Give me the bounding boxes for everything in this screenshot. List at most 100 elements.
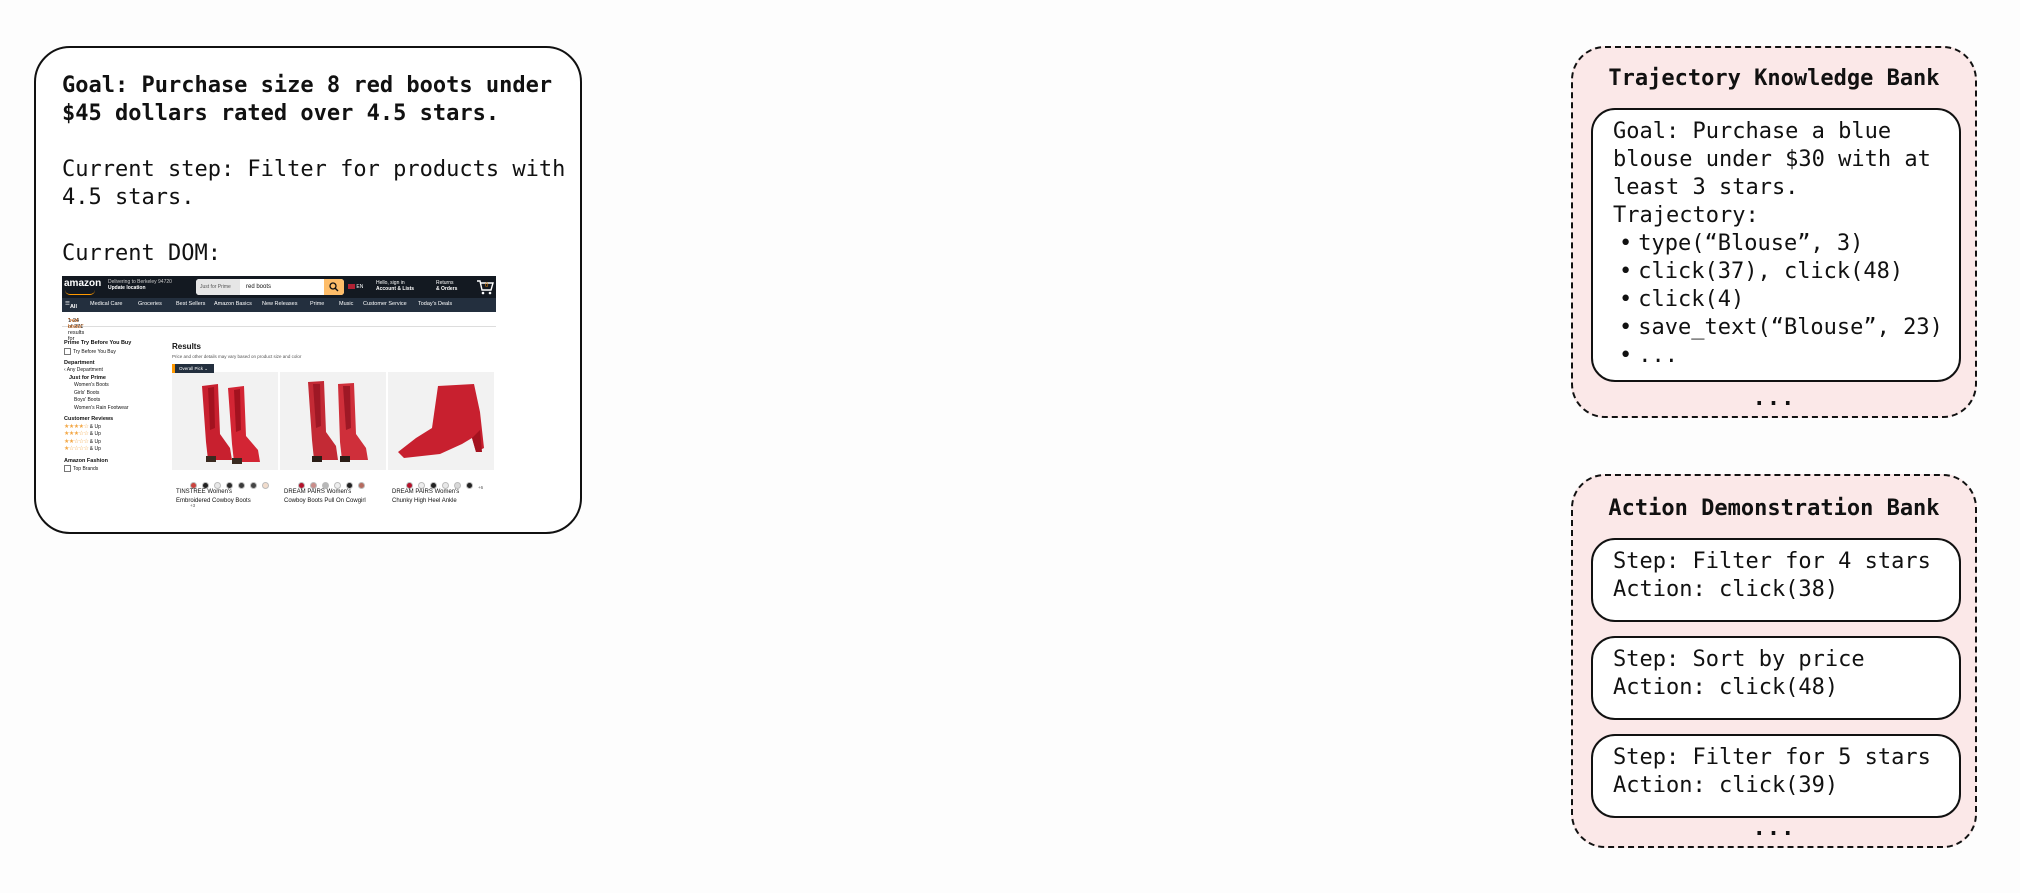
color-swatch[interactable] [214,482,221,489]
color-swatch[interactable] [322,482,329,489]
action-demo-entry: Step: Sort by price Action: click(48) [1591,636,1961,720]
checkbox[interactable] [64,347,71,355]
prime-filter-option[interactable]: Try Before You Buy [64,347,164,356]
amazon-fashion-heading: Amazon Fashion [64,457,109,464]
results-query: "red boots" [68,318,84,330]
trajectory-step: click(37), click(48) [1619,258,1959,286]
color-swatch[interactable] [406,482,413,489]
deliver-location[interactable]: Delivering to Berkeley 94720 Update loca… [108,279,172,291]
product-title[interactable]: TINSTREE Women's Embroidered Cowboy Boot… [176,488,251,506]
checkbox[interactable] [64,465,71,473]
color-swatch[interactable] [298,482,305,489]
action-bank-title: Action Demonstration Bank [1608,496,1940,521]
action-demonstration-bank: Action Demonstration Bank Step: Filter f… [1571,474,1977,848]
cart-icon[interactable]: 0 [476,279,494,295]
goal-card: Goal: Purchase size 8 red boots under $4… [34,46,582,534]
color-swatch[interactable] [334,482,341,489]
results-heading: Results [172,342,201,351]
department-link[interactable]: Girls' Boots [74,389,100,396]
product-title[interactable]: DREAM PAIRS Women's Cowboy Boots Pull On… [284,488,366,506]
color-swatch[interactable] [454,482,461,489]
product-card[interactable]: +6 DREAM PAIRS Women's Chunky High Heel … [388,372,494,512]
account-lists-label: Account & Lists [376,286,415,292]
product-image[interactable] [280,372,386,470]
deliver-line: Delivering to Berkeley 94720 [108,279,172,285]
star-rating-icon: ★☆☆☆☆ [64,446,89,453]
nav-item-groceries[interactable]: Groceries [138,301,162,307]
product-title[interactable]: DREAM PAIRS Women's Chunky High Heel Ank… [392,488,459,506]
nav-item-medical-care[interactable]: Medical Care [90,301,123,307]
prime-option-label: Try Before You Buy [73,348,116,355]
color-swatch[interactable] [346,482,353,489]
current-dom-label: Current DOM: [62,241,221,266]
nav-item-all[interactable]: ☰ All [65,301,77,310]
nav-item-best-sellers[interactable]: Best Sellers [176,301,206,307]
product-image[interactable] [172,372,278,470]
action-demo-entry: Step: Filter for 4 stars Action: click(3… [1591,538,1961,622]
rating-filter-3[interactable]: ★★★☆☆ & Up [64,431,164,439]
just-for-prime-link[interactable]: Just for Prime [69,374,106,381]
action-demo-step: Step: Filter for 4 stars [1613,549,1931,574]
dom-screenshot: amazon Delivering to Berkeley 94720 Upda… [62,276,496,512]
action-demo-action: Action: click(39) [1613,773,1839,798]
color-swatch[interactable] [418,482,425,489]
more-colors-count: +3 [190,503,196,508]
color-swatch[interactable] [442,482,449,489]
color-swatch[interactable] [262,482,269,489]
search-icon [329,282,339,292]
search-button[interactable] [324,279,344,295]
star-rating-icon: ★★★☆☆ [64,431,89,438]
rating-filter-2[interactable]: ★★☆☆☆ & Up [64,439,164,447]
search-category-select[interactable]: Just for Prime [196,279,240,295]
product-card[interactable]: DREAM PAIRS Women's Cowboy Boots Pull On… [280,372,386,512]
color-swatch[interactable] [238,482,245,489]
trajectory-goal: Goal: Purchase a blue blouse under $30 w… [1613,119,1931,200]
more-colors-count: +6 [478,485,484,490]
returns-orders-link[interactable]: Returns & Orders [436,280,457,292]
color-swatch[interactable] [226,482,233,489]
more-ellipsis: ... [1752,816,1796,841]
svg-text:0: 0 [485,283,489,289]
rating-filter-1[interactable]: ★☆☆☆☆ & Up [64,446,164,454]
department-link[interactable]: Women's Rain Footwear [74,404,129,411]
product-card[interactable]: +3 TINSTREE Women's Embroidered Cowboy B… [172,372,278,512]
action-demo-action: Action: click(38) [1613,577,1839,602]
nav-item-amazon-basics[interactable]: Amazon Basics [214,301,252,307]
color-swatch[interactable] [202,482,209,489]
nav-item-customer-service[interactable]: Customer Service [363,301,407,307]
any-department-link[interactable]: ‹ Any Department [64,367,103,374]
color-swatch[interactable] [310,482,317,489]
color-swatch[interactable] [250,482,257,489]
results-count-bar: 1-24 of 271 results for "red boots" [62,312,496,342]
update-location-label: Update location [108,285,146,291]
color-swatch[interactable] [466,482,473,489]
color-swatches[interactable]: +3 [190,476,278,508]
filter-sidebar: Prime Try Before You Buy Try Before You … [64,340,164,474]
rating-filter-4[interactable]: ★★★★☆ & Up [64,424,164,432]
department-link[interactable]: Women's Boots [74,382,109,389]
search-bar[interactable]: Just for Prime red boots [196,279,344,295]
color-swatch[interactable] [358,482,365,489]
trajectory-step: ... [1619,342,1959,370]
rating-filter-label: & Up [89,431,101,438]
color-swatches[interactable] [298,476,370,489]
top-brands-option[interactable]: Top Brands [64,465,164,473]
trajectory-label: Trajectory: [1613,203,1759,228]
trajectory-step: type(“Blouse”, 3) [1619,230,1959,258]
nav-item-prime[interactable]: Prime [310,301,325,307]
product-image[interactable] [388,372,494,470]
nav-item-todays-deals[interactable]: Today's Deals [418,301,453,307]
language-selector[interactable]: EN [348,284,363,290]
badge-label: Overall Pick [179,366,204,371]
nav-item-music[interactable]: Music [339,301,354,307]
trajectory-step: click(4) [1619,286,1959,314]
nav-item-label: All [69,304,77,310]
department-link[interactable]: Boys' Boots [74,397,101,404]
color-swatch[interactable] [190,482,197,489]
search-input[interactable]: red boots [246,284,272,290]
nav-item-new-releases[interactable]: New Releases [262,301,298,307]
account-menu[interactable]: Hello, sign in Account & Lists [376,280,414,292]
color-swatches[interactable]: +6 [406,476,483,490]
amazon-logo[interactable]: amazon [64,278,102,289]
color-swatch[interactable] [430,482,437,489]
